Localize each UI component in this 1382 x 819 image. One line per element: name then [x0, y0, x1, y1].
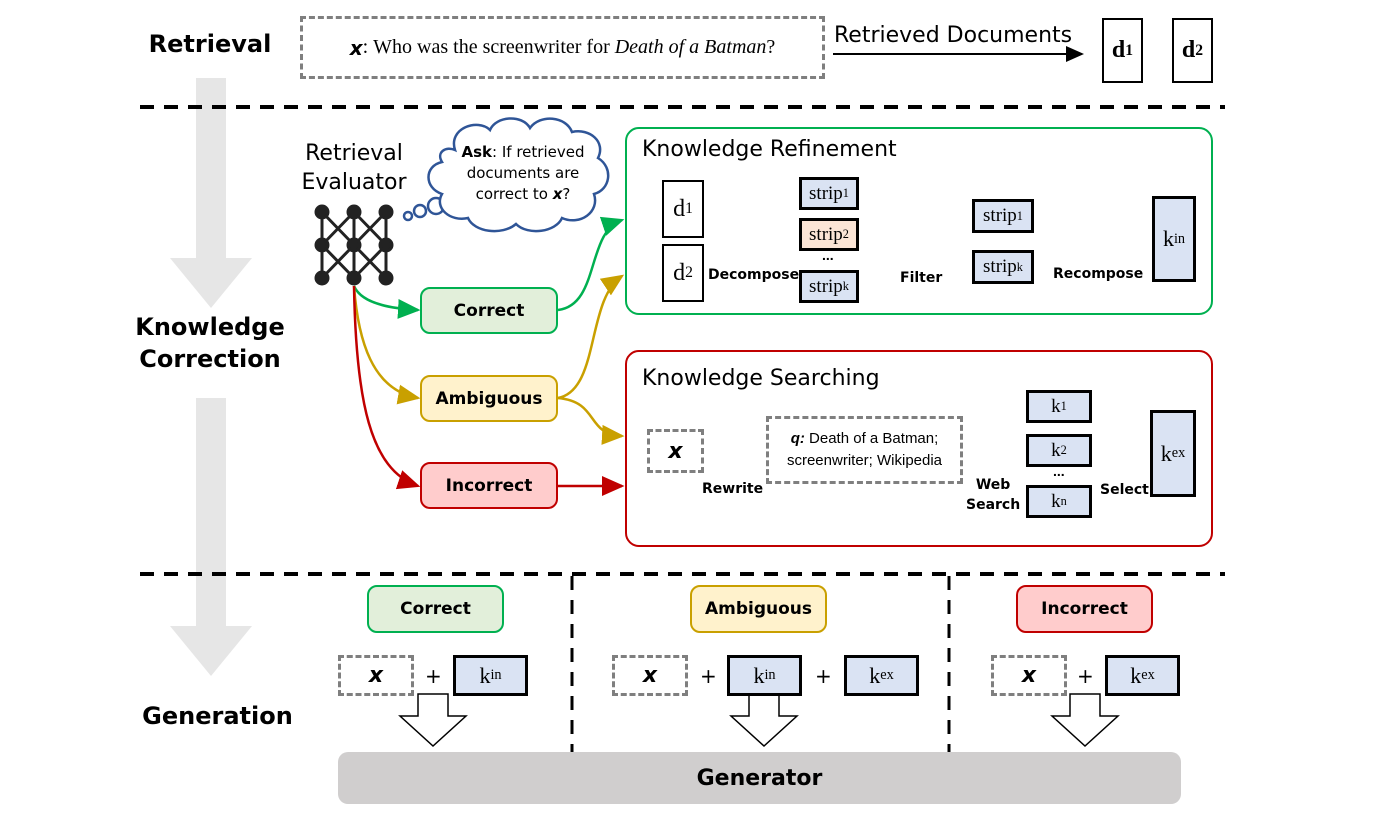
stage-arrow-2: [170, 398, 252, 676]
plus-sign: +: [1077, 664, 1094, 688]
gen-status-ambiguous: Ambiguous: [690, 585, 827, 633]
gen-input-x: x: [338, 655, 414, 696]
neural-network-icon: [314, 204, 394, 286]
result-ellipsis: ...: [1053, 463, 1065, 479]
search-input-x: x: [647, 429, 704, 473]
status-correct: Correct: [420, 287, 558, 334]
stage-label-retrieval: Retrieval: [148, 30, 272, 58]
select-label: Select: [1100, 482, 1149, 498]
branch-incorrect: [352, 285, 421, 490]
stage-label-generation: Generation: [142, 702, 293, 730]
query-separator: :: [362, 36, 374, 58]
q-label: q:: [790, 430, 805, 448]
plus-sign: +: [700, 664, 717, 688]
gen-status-incorrect: Incorrect: [1016, 585, 1153, 633]
rewrite-label: Rewrite: [702, 481, 764, 497]
knowledge-refinement-title: Knowledge Refinement: [642, 137, 897, 162]
status-incorrect: Incorrect: [420, 462, 558, 509]
recompose-label: Recompose: [1053, 266, 1144, 282]
retrieval-evaluator-label: Retrieval Evaluator: [301, 141, 407, 195]
strip-ellipsis: ...: [822, 247, 834, 263]
branch-ambiguous: [352, 285, 421, 405]
status-ambiguous: Ambiguous: [420, 375, 558, 422]
knowledge-refinement-panel: [625, 127, 1213, 315]
gen-input-x: x: [991, 655, 1067, 696]
stage-label-line-2: Correction: [139, 345, 281, 374]
query-variable: x: [349, 35, 363, 60]
query-title: Death of a Batman: [614, 36, 767, 58]
gen-arrow-incorrect: [1050, 693, 1120, 748]
retrieved-documents-label: Retrieved Documents: [834, 23, 1073, 48]
rewritten-query-box: q: Death of a Batman; screenwriter; Wiki…: [766, 416, 963, 484]
web-search-label: Web Search: [966, 477, 1021, 513]
query-box: x: Who was the screenwriter for Death of…: [300, 16, 825, 79]
knowledge-searching-panel: [625, 350, 1213, 547]
generator: Generator: [338, 752, 1181, 804]
link-ambiguous-refinement: [557, 274, 625, 400]
gen-input-x: x: [612, 655, 688, 696]
gen-arrow-ambiguous: [729, 693, 799, 748]
link-ambiguous-searching: [557, 396, 625, 445]
query-text: Who was the screenwriter for: [373, 36, 615, 58]
branch-correct: [352, 285, 421, 319]
thought-text: Ask: If retrieved documents are correct …: [461, 143, 585, 203]
stage-label-line-1: Knowledge: [135, 313, 285, 341]
stage-label-knowledge-correction: Knowledge Correction: [120, 311, 300, 376]
knowledge-searching-title: Knowledge Searching: [642, 366, 880, 391]
query-end: ?: [766, 36, 776, 58]
filter-label: Filter: [900, 270, 943, 286]
gen-arrow-correct: [398, 693, 468, 748]
gen-status-correct: Correct: [367, 585, 504, 633]
stage-arrow-1: [170, 78, 252, 308]
plus-sign: +: [425, 664, 442, 688]
decompose-label: Decompose: [708, 267, 800, 283]
link-correct-refinement: [557, 216, 625, 312]
plus-sign: +: [815, 664, 832, 688]
